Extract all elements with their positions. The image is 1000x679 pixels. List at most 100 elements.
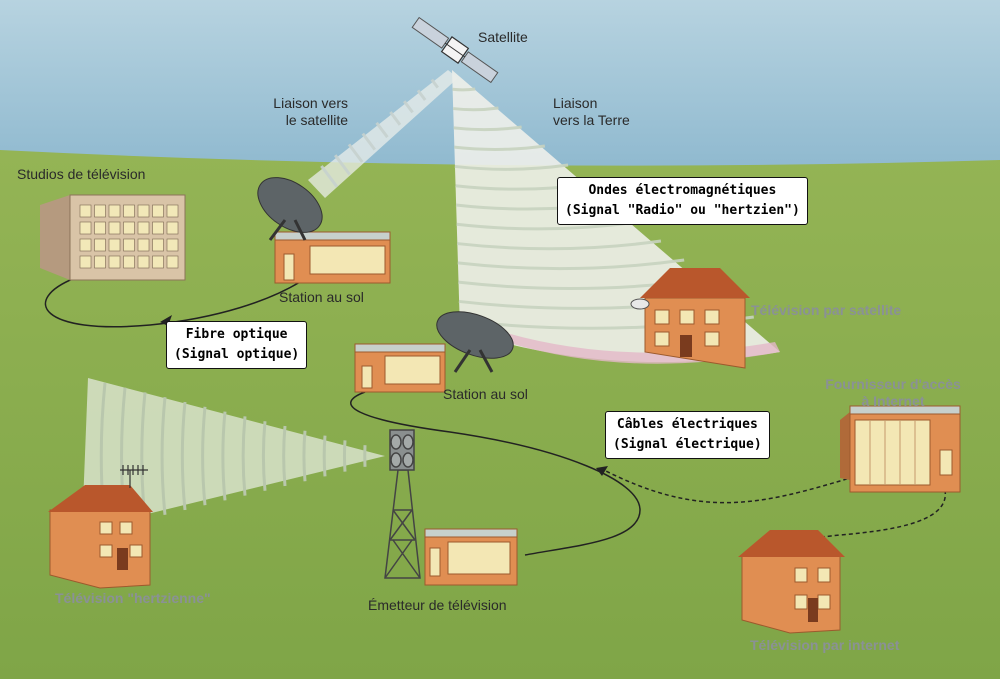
studio-window: [152, 255, 164, 269]
studio-window: [137, 238, 150, 252]
label-isp-line2: à Internet: [861, 393, 925, 409]
callout-waves: Ondes électromagnétiques (Signal "Radio"…: [557, 177, 808, 225]
hertzian-wave-stripe: [261, 421, 267, 491]
downlink-wave-stripe: [452, 106, 499, 112]
hertzian-wave-stripe: [160, 397, 167, 515]
uplink-wave-stripe: [347, 143, 364, 163]
studio-window: [108, 238, 121, 252]
house-satellite-tv: [640, 268, 750, 369]
studios-building: [40, 194, 186, 281]
uplink-wave-stripe: [361, 132, 376, 151]
fiber-cable: [44, 277, 301, 328]
antenna-icon: [120, 465, 148, 488]
hertzian-wave-stripe: [342, 440, 347, 472]
uplink-wave-stripe: [416, 89, 427, 101]
studio-window: [166, 204, 179, 218]
ground: [0, 150, 1000, 679]
studio-window: [79, 221, 92, 235]
studio-window: [123, 255, 135, 269]
isp-building: [840, 405, 961, 493]
studio-window: [79, 255, 92, 269]
label-tv-hertzian: Télévision "hertzienne": [55, 590, 211, 606]
label-studios: Studios de télévision: [17, 166, 146, 182]
label-tv-internet: Télévision par internet: [750, 637, 900, 653]
dish-mid-icon: [436, 311, 514, 373]
label-isp-line1: Fournisseur d'accès: [825, 376, 961, 392]
hertzian-wave-stripe: [201, 406, 207, 506]
callout-cables-line1: Câbles électriques: [616, 417, 758, 432]
studio-window: [152, 238, 164, 252]
label-downlink: Liaison vers la Terre: [553, 95, 630, 129]
label-uplink: Liaison vers le satellite: [258, 95, 348, 129]
uplink-wave-stripe: [320, 165, 339, 188]
studio-window: [166, 255, 179, 269]
studio-window: [123, 221, 135, 235]
label-downlink-line1: Liaison: [553, 95, 598, 111]
label-isp: Fournisseur d'accès à Internet: [822, 376, 964, 410]
studio-window: [108, 204, 121, 218]
studio-window: [152, 204, 164, 218]
transmitter-station: [424, 528, 518, 586]
uplink-wave-stripe: [334, 154, 351, 176]
label-ground-station-top: Station au sol: [279, 289, 364, 305]
label-uplink-line1: Liaison vers: [273, 95, 348, 111]
label-tv-transmitter: Émetteur de télévision: [368, 597, 507, 613]
callout-waves-line1: Ondes électromagnétiques: [588, 183, 777, 198]
studio-window: [137, 204, 150, 218]
studio-window: [166, 238, 179, 252]
label-satellite: Satellite: [478, 29, 528, 45]
hertzian-wave-stripe: [180, 401, 187, 511]
label-uplink-line2: le satellite: [285, 112, 348, 128]
electric-cable: [350, 391, 946, 556]
studio-window: [123, 204, 135, 218]
hertzian-wave-stripe: [302, 430, 307, 482]
downlink-wave-stripe: [454, 144, 546, 151]
studio-window: [137, 221, 150, 235]
callout-fiber-line1: Fibre optique: [185, 327, 288, 342]
studio-window: [123, 238, 135, 252]
satellite-icon: [411, 16, 499, 84]
downlink-wave-stripe: [452, 87, 476, 92]
uplink-beam: [308, 70, 458, 198]
hertzian-wave-stripe: [221, 411, 227, 501]
downlink-wave-stripe: [454, 163, 569, 171]
dish-top-icon: [257, 177, 323, 241]
downlink-wave-stripe: [457, 258, 685, 271]
downlink-wave-stripe: [453, 125, 522, 132]
hertzian-wave-stripe: [241, 416, 247, 496]
studio-window: [94, 238, 106, 252]
transmitter-tower-icon: [384, 429, 421, 579]
label-tv-satellite: Télévision par satellite: [751, 302, 902, 318]
house-hertzian-tv: [48, 485, 153, 589]
studio-window: [94, 221, 106, 235]
studio-window: [166, 221, 179, 235]
studio-window: [108, 255, 121, 269]
callout-waves-line2: (Signal "Radio" ou "hertzien"): [565, 203, 800, 218]
downlink-wave-stripe: [456, 239, 662, 251]
ground-station-mid: [354, 343, 446, 393]
label-downlink-line2: vers la Terre: [553, 112, 630, 128]
uplink-wave-stripe: [375, 121, 389, 139]
hertzian-beam: [82, 378, 385, 530]
studio-window: [94, 255, 106, 269]
uplink-wave-stripe: [403, 100, 414, 114]
uplink-wave-stripe: [389, 111, 402, 126]
studio-window: [108, 221, 121, 235]
callout-cables-line2: (Signal électrique): [613, 437, 762, 452]
callout-fiber-line2: (Signal optique): [174, 347, 300, 362]
uplink-wave-stripe: [430, 78, 439, 89]
studio-window: [152, 221, 164, 235]
house-internet-tv: [738, 530, 845, 634]
house-dish-icon: [630, 298, 650, 310]
electric-arrow: [596, 466, 608, 476]
studio-window: [79, 204, 92, 218]
studio-window: [79, 238, 92, 252]
hertzian-wave-stripe: [322, 435, 327, 477]
ground-station-top: [274, 231, 391, 284]
label-ground-station-mid: Station au sol: [443, 386, 528, 402]
hertzian-wave-stripe: [282, 425, 287, 487]
callout-cables: Câbles électriques (Signal électrique): [605, 411, 770, 459]
callout-fiber: Fibre optique (Signal optique): [166, 321, 308, 369]
